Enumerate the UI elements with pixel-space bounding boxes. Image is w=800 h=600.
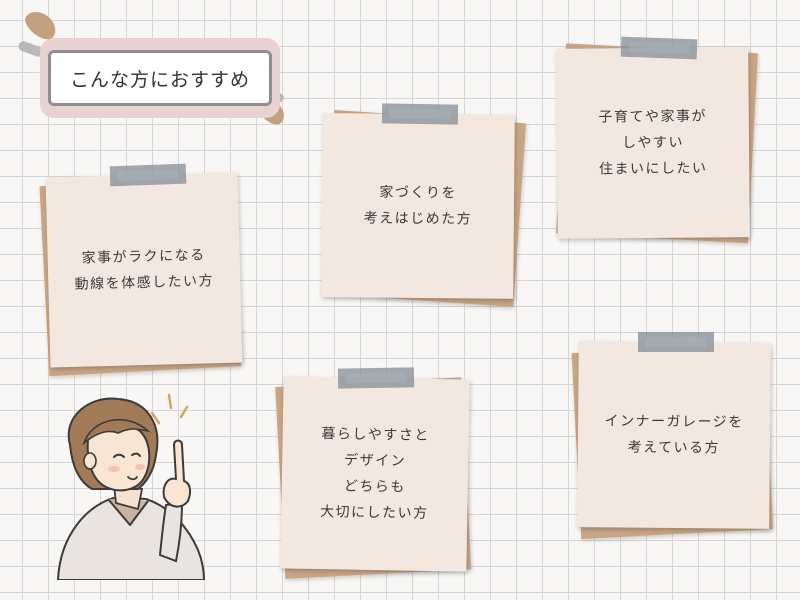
note-text-3: 子育てや家事が しやすい 住まいにしたい: [598, 108, 708, 178]
note-card-1: 家事がラクになる 動線を体感したい方: [39, 163, 243, 377]
title-badge: こんな方におすすめ: [40, 38, 280, 118]
tape-strip: [620, 36, 698, 60]
sparkle-lines: [150, 393, 189, 425]
pointing-hand: [162, 439, 192, 508]
note-text-4: 暮らしやすさと デザイン どちらも 大切にしたい方: [319, 426, 430, 522]
note-card-5: インナーガレージを 考えている方: [571, 332, 774, 539]
note-card-4: 暮らしやすさと デザイン どちらも 大切にしたい方: [275, 367, 472, 579]
note-card-3: 子育てや家事が しやすい 住まいにしたい: [556, 36, 758, 244]
tape-strip: [638, 332, 714, 352]
woman-pointing-illustration: [56, 393, 206, 580]
note-text-1: 家事がラクになる 動線を体感したい方: [74, 247, 215, 293]
tape-strip: [109, 163, 187, 187]
title-frame: こんな方におすすめ: [48, 50, 272, 106]
note-text-5: インナーガレージを 考えている方: [604, 413, 744, 457]
tape-strip: [337, 367, 415, 389]
note-text-2: 家づくりを 考えはじめた方: [363, 184, 473, 228]
tape-strip: [381, 103, 459, 125]
note-card-2: 家づくりを 考えはじめた方: [321, 103, 527, 307]
page-title: こんな方におすすめ: [69, 68, 250, 91]
